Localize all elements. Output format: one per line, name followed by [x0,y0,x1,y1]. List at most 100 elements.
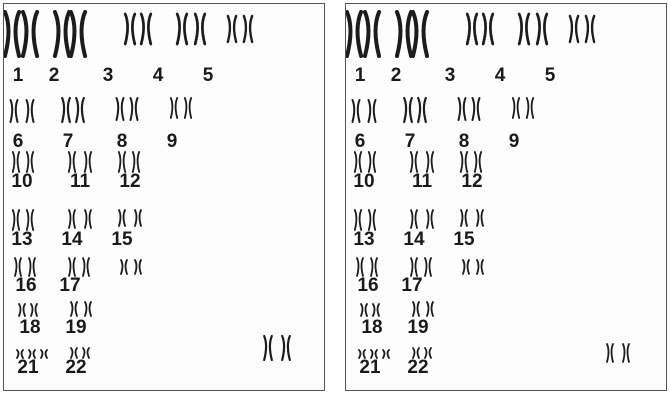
chromosome-7-0 [116,98,123,120]
chromosome-9-1 [27,152,33,172]
chromosome-5-1 [368,100,375,122]
chromosome-6-0 [62,98,70,122]
chromosome-0-1 [365,12,379,56]
chromosome-17-0 [121,260,127,274]
chromosome-number-16: 16 [357,276,378,295]
chromosome-11-0 [119,152,125,172]
chromosome-number-18: 18 [361,318,382,337]
chromosome-number-10: 10 [11,172,32,191]
chromosome-8-0 [513,98,519,118]
chromosome-4-0 [570,16,578,42]
chromosome-19-1 [85,302,91,316]
chromosome-number-19: 19 [407,318,428,337]
chromosome-number-17: 17 [59,276,80,295]
chromosome-number-19: 19 [65,318,86,337]
chromosome-number-15: 15 [111,230,132,249]
chromosome-16-0 [411,258,417,276]
chromosome-10-1 [427,152,433,172]
chromosome-number-14: 14 [61,230,82,249]
chromosome-16-1 [425,258,431,276]
chromosome-drawing [346,4,668,392]
chromosome-number-8: 8 [459,132,470,151]
chromosome-number-15: 15 [453,230,474,249]
chromosome-drawing [4,4,326,392]
chromosome-2-1 [483,14,493,44]
chromosome-15-0 [15,258,21,276]
chromosome-19-0 [71,302,77,316]
chromosome-5-0 [10,100,17,122]
chromosome-12-0 [355,210,361,230]
chromosome-number-3: 3 [103,66,114,85]
chromosome-number-9: 9 [167,132,178,151]
chromosome-19-0 [413,302,419,316]
chromosome-0-1 [23,12,37,56]
chromosome-18-1 [31,304,37,316]
chromosome-number-21: 21 [359,358,380,377]
chromosome-16-1 [83,258,89,276]
chromosome-5-1 [26,100,33,122]
chromosome-5-0 [352,100,359,122]
chromosome-number-22: 22 [65,358,86,377]
chromosome-6-1 [76,98,84,122]
chromosome-6-0 [404,98,412,122]
chromosome-9-0 [355,152,361,172]
chromosome-22-1 [282,336,290,360]
chromosome-15-1 [29,258,35,276]
chromosome-number-4: 4 [153,66,164,85]
chromosome-number-5: 5 [203,66,214,85]
chromosome-17-1 [135,260,141,274]
chromosome-7-0 [458,98,465,120]
chromosome-8-1 [185,98,191,118]
chromosome-7-1 [130,98,137,120]
chromosome-10-0 [69,152,75,172]
chromosome-number-18: 18 [19,318,40,337]
chromosome-22-0 [264,336,272,360]
chromosome-1-1 [413,12,427,56]
chromosome-18-1 [373,304,379,316]
chromosome-number-12: 12 [461,172,482,191]
chromosome-13-0 [69,210,75,228]
chromosome-number-7: 7 [405,132,416,151]
chromosome-14-1 [135,210,141,226]
chromosome-12-0 [13,210,19,230]
chromosome-2-1 [141,14,151,44]
chromosome-number-21: 21 [17,358,38,377]
chromosome-13-1 [427,210,433,228]
chromosome-number-6: 6 [13,132,24,151]
chromosome-number-5: 5 [545,66,556,85]
chromosome-14-1 [477,210,483,226]
chromosome-6-1 [418,98,426,122]
chromosome-20-2 [383,350,389,358]
chromosome-number-8: 8 [117,132,128,151]
chromosome-number-1: 1 [13,66,24,85]
chromosome-number-11: 11 [412,172,432,191]
chromosome-19-1 [427,302,433,316]
chromosome-22-0 [607,344,613,362]
chromosome-number-2: 2 [49,66,60,85]
chromosome-2-0 [467,14,477,44]
chromosome-3-1 [537,14,547,44]
chromosome-13-0 [411,210,417,228]
chromosome-10-0 [411,152,417,172]
chromosome-18-0 [19,304,25,316]
chromosome-1-1 [71,12,85,56]
chromosome-number-13: 13 [11,230,32,249]
chromosome-0-0 [5,12,19,56]
chromosome-8-1 [527,98,533,118]
chromosome-number-9: 9 [509,132,520,151]
chromosome-1-0 [55,12,69,56]
chromosome-11-0 [461,152,467,172]
chromosome-3-1 [195,14,205,44]
chromosome-4-1 [586,16,594,42]
chromosome-20-2 [41,350,47,358]
chromosome-14-0 [461,210,467,226]
chromosome-number-3: 3 [445,66,456,85]
chromosome-2-0 [125,14,135,44]
chromosome-0-0 [347,12,361,56]
chromosome-number-10: 10 [353,172,374,191]
chromosome-22-1 [623,344,629,362]
chromosome-number-17: 17 [401,276,422,295]
chromosome-number-7: 7 [63,132,74,151]
chromosome-9-0 [13,152,19,172]
